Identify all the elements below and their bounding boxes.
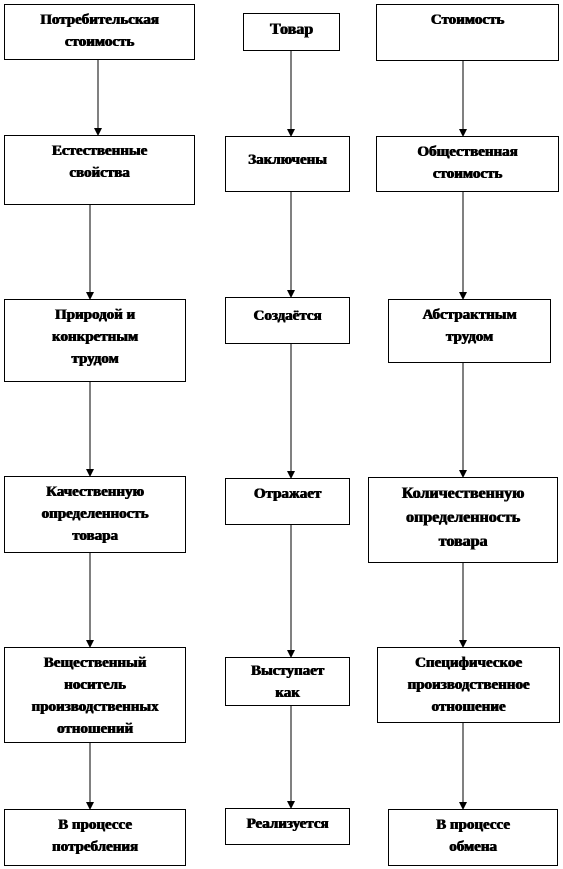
box-nature-and-concrete-labor: Природой и конкретным трудом [4, 299, 186, 382]
box-qualitative-determinacy: Качественную определенность товара [4, 476, 186, 553]
box-reflects: Отражает [225, 478, 350, 525]
box-acts-as: Выступает как [225, 657, 350, 706]
box-realized: Реализуется [225, 808, 350, 845]
box-material-carrier: Вещественный носитель производственных о… [4, 647, 186, 743]
box-natural-properties: Естественные свойства [4, 135, 195, 205]
box-use-value: Потребительская стоимость [4, 4, 195, 60]
box-specific-production-relation: Специфическое производственное отношение [377, 647, 560, 723]
box-quantitative-determinacy: Количественную определенность товара [368, 477, 558, 563]
box-value: Стоимость [376, 4, 559, 61]
box-contained: Заключены [225, 136, 350, 192]
box-in-exchange: В процессе обмена [388, 809, 558, 866]
box-created: Создаётся [225, 297, 350, 344]
box-in-consumption: В процессе потребления [4, 809, 186, 866]
box-commodity: Товар [243, 13, 340, 51]
box-social-value: Общественная стоимость [376, 136, 559, 192]
box-abstract-labor: Абстрактным трудом [388, 299, 551, 363]
